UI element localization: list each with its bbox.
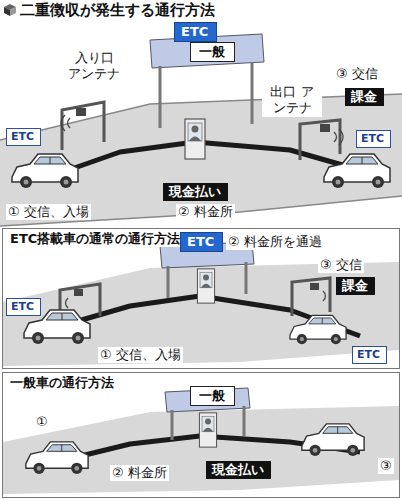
box-text: 現金払い: [169, 184, 222, 200]
box-text: 課金: [351, 89, 378, 105]
etc-plate: ETC: [6, 128, 41, 146]
box-text: 課金: [342, 278, 369, 294]
step-label: ② 料金所を通過: [226, 234, 324, 250]
step-label: ① 交信、入場: [6, 204, 91, 220]
etc-sign: ETC: [180, 232, 223, 252]
charge-box: 課金: [345, 88, 384, 106]
cash-box: 現金払い: [163, 183, 228, 201]
charge-box: 課金: [336, 277, 375, 295]
step-label: ①: [34, 414, 50, 430]
general-sign: 一般: [190, 386, 235, 406]
box-text: ETC: [11, 300, 36, 313]
step-label: ① 交信、入場: [98, 347, 183, 363]
step-label: ③ 交信: [334, 66, 380, 82]
antenna-label: 入り口 アンテナ: [64, 50, 124, 83]
etc-plate: ETC: [356, 130, 391, 148]
antenna-label: 出口 アンテナ: [262, 84, 322, 117]
cash-box: 現金払い: [206, 461, 271, 479]
title: 二重徴収が発生する通行方法: [20, 1, 215, 20]
box-text: ETC: [11, 130, 36, 143]
panel-heading: 一般車の通行方法: [8, 375, 116, 391]
etc-plate: ETC: [352, 346, 387, 364]
step-label: ③ 交信: [318, 257, 364, 273]
panel: 一般車の通行方法一般現金払い: [2, 372, 400, 498]
box-text: ETC: [181, 24, 210, 40]
step-label: ② 料金所: [110, 465, 169, 481]
step-label: ② 料金所: [176, 204, 235, 220]
panel-heading: ETC搭載車の通常の通行方法: [8, 231, 182, 247]
box-text: ETC: [187, 234, 216, 250]
etc-plate: ETC: [6, 298, 41, 316]
box-text: ETC: [357, 348, 382, 361]
step-label: ③: [378, 458, 394, 474]
box-text: 一般: [199, 388, 226, 404]
box-text: 現金払い: [212, 462, 265, 478]
box-text: 一般: [199, 44, 226, 60]
panel: ETC搭載車の通常の通行方法 ETC 課金 ETC ETC: [2, 228, 400, 369]
box-text: ETC: [361, 132, 386, 145]
general-sign: 一般: [190, 42, 235, 62]
etc-sign: ETC: [174, 22, 217, 42]
